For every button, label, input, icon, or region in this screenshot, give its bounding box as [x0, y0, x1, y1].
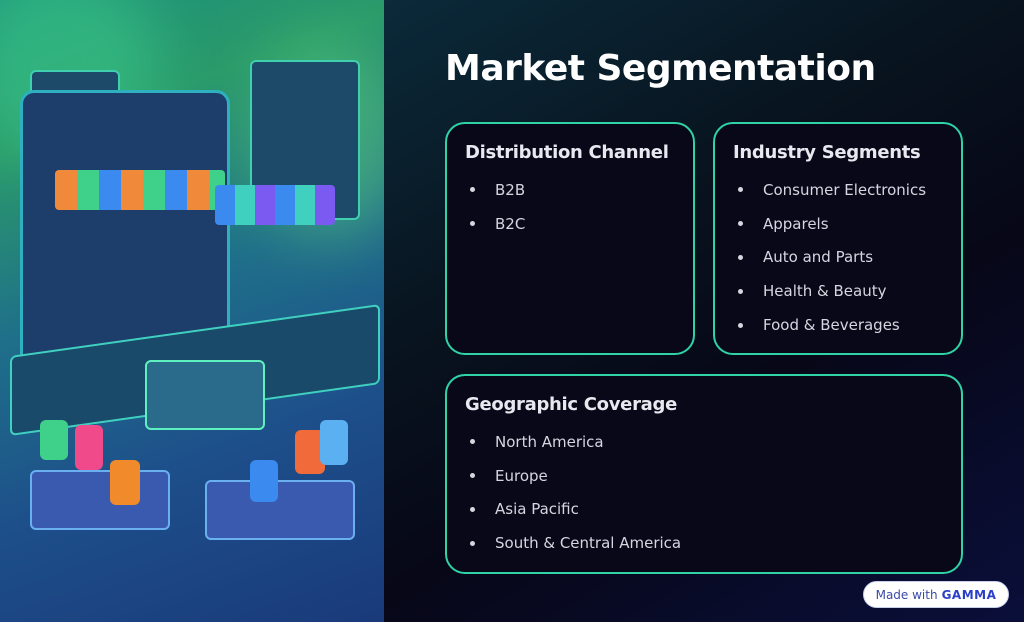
list-item: Consumer Electronics	[733, 173, 943, 207]
bullet-icon	[470, 506, 475, 512]
list-item: B2C	[465, 207, 675, 241]
list-item-text: Asia Pacific	[495, 500, 579, 519]
list-item-text: Auto and Parts	[763, 248, 874, 267]
bullet-icon	[470, 221, 475, 227]
list-item: Food & Beverages	[733, 308, 943, 342]
list-item: Asia Pacific	[465, 493, 943, 527]
bullet-icon	[738, 288, 743, 294]
bullet-icon	[738, 187, 743, 193]
list-item-text: B2C	[495, 214, 526, 233]
bullet-icon	[470, 187, 475, 193]
industry-segments-card: Industry Segments Consumer Electronics A…	[713, 122, 963, 355]
list-item-text: Health & Beauty	[763, 282, 887, 301]
bullet-icon	[470, 540, 475, 546]
page-title: Market Segmentation	[445, 48, 876, 89]
geographic-coverage-card: Geographic Coverage North America Europe…	[445, 374, 963, 574]
storefront-illustration	[0, 0, 384, 622]
list-item: Apparels	[733, 207, 943, 241]
list-item-text: Apparels	[763, 214, 829, 233]
bullet-icon	[470, 473, 475, 479]
list-item: Auto and Parts	[733, 241, 943, 275]
bullet-icon	[738, 221, 743, 227]
list-item: B2B	[465, 173, 675, 207]
card-heading: Geographic Coverage	[465, 394, 677, 415]
bullet-icon	[738, 322, 743, 328]
list-item: Europe	[465, 459, 943, 493]
list-item-text: North America	[495, 432, 604, 451]
list-item-text: South & Central America	[495, 534, 682, 553]
made-with-gamma-badge[interactable]: Made with GAMMA	[863, 581, 1009, 608]
list-item-text: B2B	[495, 180, 526, 199]
bullet-icon	[738, 254, 743, 260]
list-item-text: Food & Beverages	[763, 316, 900, 335]
card-heading: Distribution Channel	[465, 142, 669, 163]
list-item: South & Central America	[465, 526, 943, 560]
distribution-channel-card: Distribution Channel B2B B2C	[445, 122, 695, 355]
list-item-text: Europe	[495, 466, 548, 485]
badge-prefix: Made with	[875, 587, 938, 602]
gamma-logo: GAMMA	[941, 587, 997, 602]
list-item: North America	[465, 425, 943, 459]
card-heading: Industry Segments	[733, 142, 921, 163]
list-item: Health & Beauty	[733, 274, 943, 308]
bullet-icon	[470, 439, 475, 445]
list-item-text: Consumer Electronics	[763, 180, 927, 199]
